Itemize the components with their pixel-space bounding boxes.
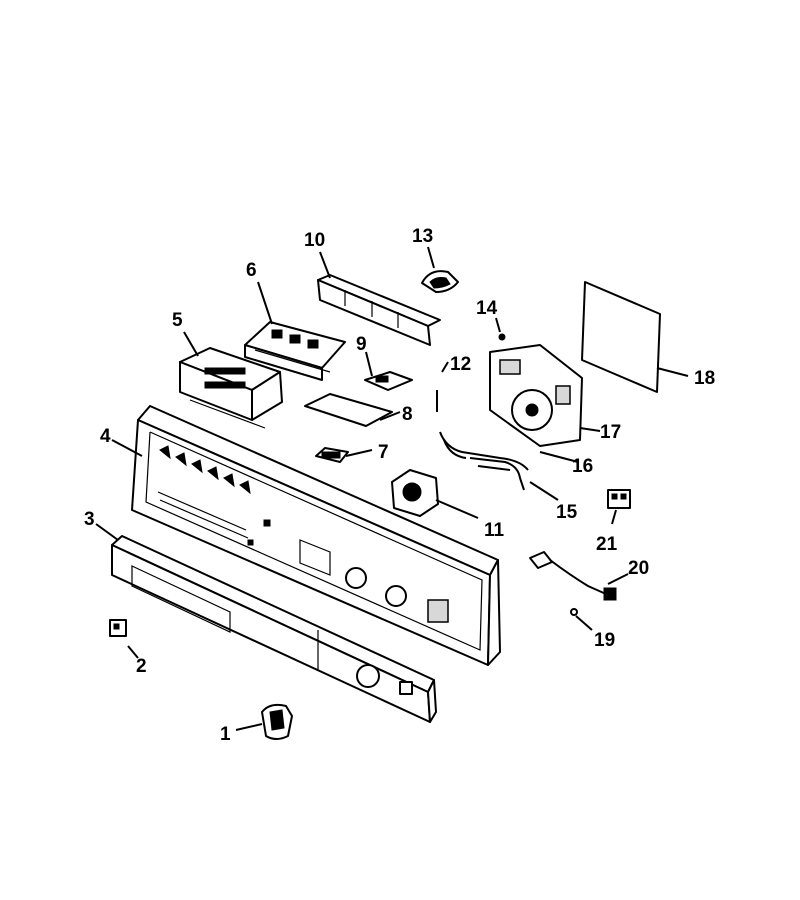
panel-button-row [159,445,251,495]
callout-6: 6 [246,260,257,281]
part-13-cap [421,246,459,293]
callout-7: 7 [378,442,389,463]
callout-13: 13 [412,226,433,247]
part-16-harness [439,431,579,471]
callout-5: 5 [172,310,183,331]
callout-1: 1 [220,724,231,745]
callout-16: 16 [572,456,593,477]
callout-14: 14 [476,298,498,319]
part-8-plate [304,393,401,427]
part-7-bracket [315,447,373,463]
part-3-trim-panel [95,523,437,723]
callout-15: 15 [556,502,578,523]
callout-20: 20 [628,558,649,579]
callout-labels: 1 2 3 4 5 6 7 8 9 10 11 12 13 14 15 16 1… [84,226,715,745]
callout-17: 17 [600,422,621,443]
part-14-screw [495,317,506,341]
part-15-harness [469,457,559,501]
callout-12: 12 [450,354,471,375]
callout-4: 4 [100,426,111,447]
part-12-pin [436,361,449,412]
part-17-timer [489,344,601,447]
part-6-switch-block [244,281,346,381]
part-21-connector [607,489,631,525]
part-11-selector [391,469,479,519]
part-2-knob [109,619,139,659]
callout-18: 18 [694,368,715,389]
callout-2: 2 [136,656,147,677]
callout-21: 21 [596,534,618,555]
part-9-clip [364,351,413,391]
part-4-console-panel [111,405,501,666]
part-18-panel-sheet [581,281,689,393]
callout-8: 8 [402,404,413,425]
part-10-bracket [317,251,441,346]
callout-19: 19 [594,630,615,651]
callout-3: 3 [84,509,95,530]
part-20-cord [529,551,629,601]
callout-9: 9 [356,334,367,355]
part-19-nut [570,608,593,631]
part-1-knob [235,703,293,740]
callout-10: 10 [304,230,325,251]
callout-11: 11 [484,520,505,541]
part-5-switch-block [179,331,283,429]
